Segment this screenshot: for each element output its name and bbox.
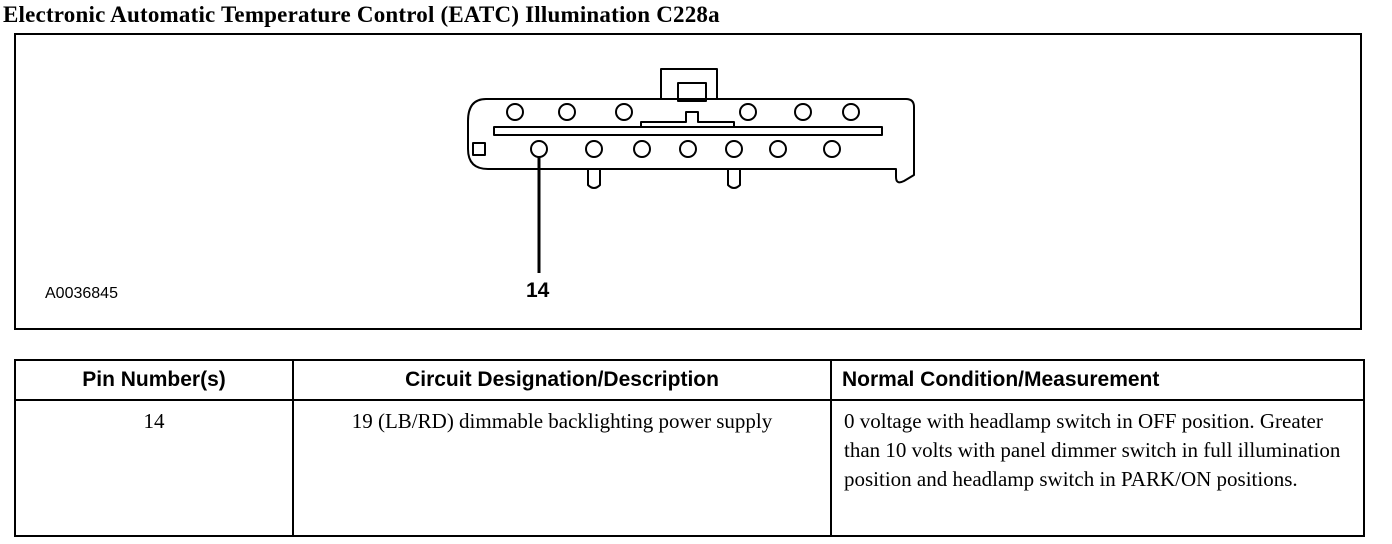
header-normal-condition: Normal Condition/Measurement bbox=[830, 359, 1365, 401]
connector-latch-inner bbox=[677, 82, 707, 102]
pin-top-1 bbox=[506, 103, 524, 121]
pin-bottom-14 bbox=[530, 140, 548, 158]
document-title: Electronic Automatic Temperature Control… bbox=[3, 2, 720, 27]
pin-table: Pin Number(s) Circuit Designation/Descri… bbox=[14, 359, 1365, 537]
pin-bottom-4 bbox=[679, 140, 697, 158]
connector-divider-rail bbox=[493, 126, 883, 136]
header-pin-number: Pin Number(s) bbox=[14, 359, 294, 401]
pin-top-3 bbox=[615, 103, 633, 121]
pin-bottom-3 bbox=[633, 140, 651, 158]
connector-peg-right bbox=[727, 169, 741, 189]
pin-bottom-6 bbox=[769, 140, 787, 158]
pin-top-4 bbox=[739, 103, 757, 121]
figure-id: A0036845 bbox=[45, 285, 118, 302]
cell-normal-condition: 0 voltage with headlamp switch in OFF po… bbox=[830, 399, 1365, 537]
pin-top-5 bbox=[794, 103, 812, 121]
connector-side-tab bbox=[472, 142, 486, 156]
connector-body bbox=[467, 98, 915, 184]
cell-circuit-description: 19 (LB/RD) dimmable backlighting power s… bbox=[292, 399, 832, 537]
pin-bottom-5 bbox=[725, 140, 743, 158]
connector-figure: A0036845 14 bbox=[14, 33, 1362, 330]
table-row: 14 19 (LB/RD) dimmable backlighting powe… bbox=[14, 399, 1365, 537]
pin-bottom-2 bbox=[585, 140, 603, 158]
pin-top-6 bbox=[842, 103, 860, 121]
cell-pin-number: 14 bbox=[14, 399, 294, 537]
pin-top-2 bbox=[558, 103, 576, 121]
pin-bottom-7 bbox=[823, 140, 841, 158]
pin-table-header-row: Pin Number(s) Circuit Designation/Descri… bbox=[14, 359, 1365, 401]
connector-peg-left bbox=[587, 169, 601, 189]
connector-keyway bbox=[640, 111, 735, 127]
pin-callout-label: 14 bbox=[526, 279, 550, 302]
connector-drawing bbox=[467, 68, 915, 273]
header-circuit-description: Circuit Designation/Description bbox=[292, 359, 832, 401]
